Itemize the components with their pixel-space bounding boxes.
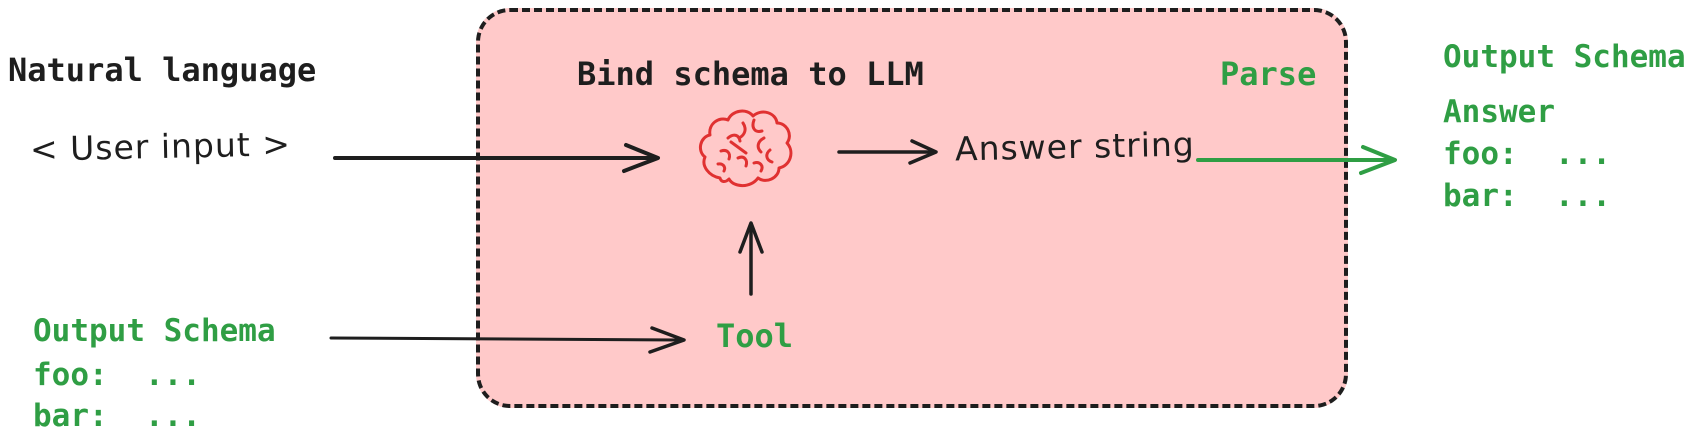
llm-to-answer-arrow (837, 139, 938, 165)
output-schema-foo-line: foo: ... (1443, 136, 1611, 172)
output-schema-title: Output Schema (1443, 39, 1686, 75)
input-schema-foo-line: foo: ... (33, 357, 201, 393)
brain-icon (698, 109, 793, 188)
llm-bind-box (476, 8, 1348, 408)
answer-to-output-arrow (1196, 145, 1397, 175)
user-input-to-llm-arrow (333, 143, 660, 173)
input-schema-bar-line: bar: ... (33, 398, 201, 434)
bind-schema-label: Bind schema to LLM (577, 55, 924, 93)
tool-to-llm-arrow (738, 221, 764, 296)
parse-label: Parse (1220, 55, 1317, 93)
user-input-label: < User input > (29, 124, 292, 169)
output-schema-answer-label: Answer (1443, 94, 1555, 130)
answer-string-label: Answer string (954, 124, 1196, 169)
tool-label: Tool (716, 317, 794, 355)
natural-language-label: Natural language (8, 51, 317, 89)
output-schema-bar-line: bar: ... (1443, 178, 1611, 214)
input-schema-title: Output Schema (33, 313, 276, 349)
schema-to-tool-arrow (329, 326, 686, 354)
